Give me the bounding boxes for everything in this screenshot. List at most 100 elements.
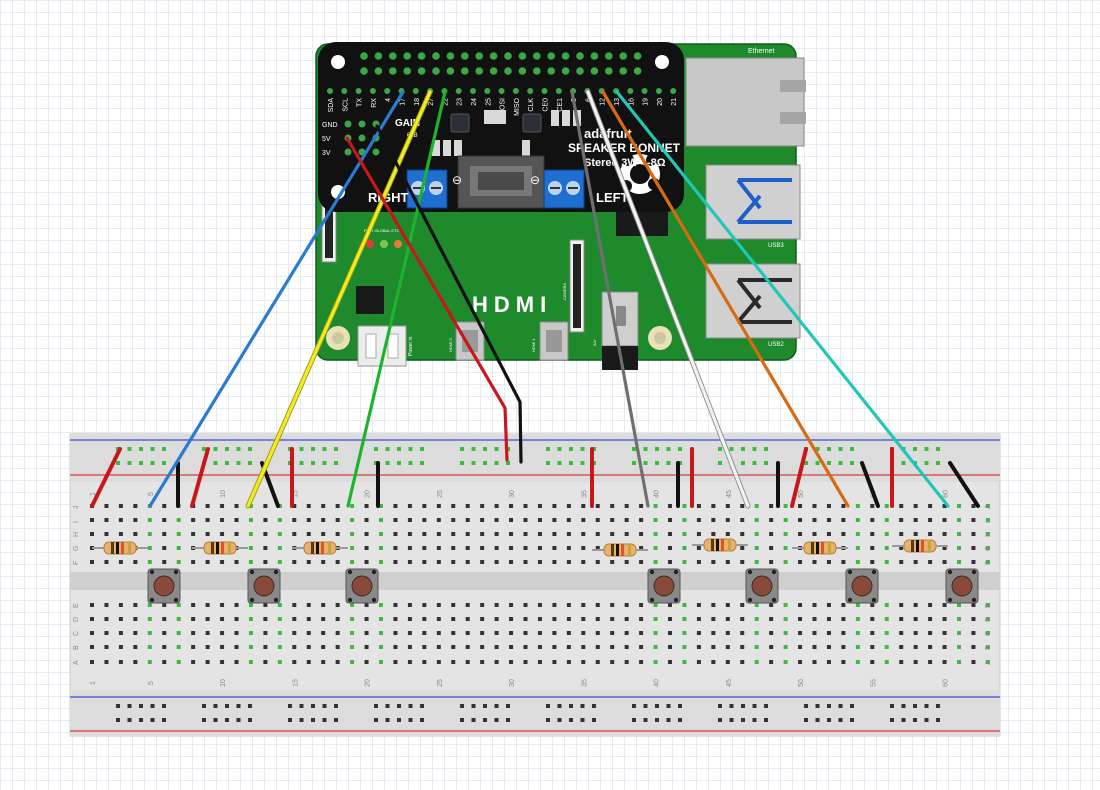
rail-hole: [420, 704, 424, 708]
gpio-pin-dot: [555, 88, 562, 94]
breadboard-hole: [364, 660, 369, 664]
breadboard-hole: [277, 603, 282, 607]
push-button-leg: [847, 597, 853, 603]
power-pin-hole: [358, 120, 366, 128]
gpio-hole: [432, 67, 440, 75]
rail-hole: [815, 447, 820, 451]
column-number-bottom: 40: [654, 679, 661, 687]
breadboard-hole: [552, 518, 557, 522]
rail-hole: [202, 704, 206, 708]
breadboard-hole: [364, 546, 369, 550]
rail-hole: [248, 704, 252, 708]
breadboard-hole: [436, 546, 441, 550]
breadboard-hole: [624, 518, 629, 522]
breadboard-hole: [104, 518, 109, 522]
rail-hole: [580, 447, 585, 451]
gpio-pin-dot: [512, 88, 519, 94]
breadboard-hole: [118, 504, 123, 508]
rail-hole: [632, 718, 636, 722]
push-button-leg: [771, 597, 777, 603]
gpio-hole: [561, 67, 570, 75]
row-letter: H: [985, 532, 992, 537]
breadboard-hole: [118, 532, 123, 536]
breadboard-hole: [104, 631, 109, 635]
breadboard-hole: [205, 617, 210, 621]
breadboard-hole: [812, 532, 817, 536]
rail-hole: [643, 461, 648, 465]
wire-white: [586, 90, 750, 508]
breadboard-hole: [552, 645, 557, 649]
breadboard-hole: [90, 518, 94, 522]
breadboard-hole: [639, 546, 644, 550]
breadboard-hole: [855, 532, 860, 536]
breadboard-hole: [798, 660, 803, 664]
breadboard-hole: [942, 546, 947, 550]
breadboard-hole: [942, 532, 947, 536]
wire-gray: [570, 90, 650, 508]
push-button-leg: [673, 569, 679, 575]
breadboard-hole: [928, 603, 933, 607]
breadboard-hole: [826, 617, 831, 621]
rail-hole: [408, 718, 413, 722]
rail-hole: [764, 447, 768, 451]
rail-hole: [139, 461, 143, 465]
rail-hole: [334, 447, 338, 451]
breadboard-hole: [162, 546, 167, 550]
breadboard-hole: [725, 518, 730, 522]
breadboard-hole: [595, 617, 600, 621]
rail-hole: [506, 461, 510, 465]
breadboard-hole: [913, 603, 918, 607]
rail-hole: [213, 461, 218, 465]
breadboard-hole: [899, 645, 904, 649]
rail-hole: [850, 461, 854, 465]
rail-hole: [557, 704, 562, 708]
rail-hole: [924, 447, 929, 451]
rail-hole: [483, 704, 487, 708]
breadboard-hole: [263, 518, 268, 522]
breadboard-hole: [769, 518, 774, 522]
breadboard-hole: [855, 504, 860, 508]
breadboard-hole: [769, 532, 774, 536]
gpio-pin-dot: [384, 88, 391, 94]
breadboard-hole: [725, 645, 730, 649]
breadboard-hole: [335, 645, 340, 649]
column-number-bottom: 15: [292, 679, 299, 687]
breadboard-hole: [147, 546, 152, 550]
breadboard-hole: [754, 603, 759, 607]
gpio-hole: [605, 67, 613, 75]
breadboard-hole: [118, 603, 123, 607]
rail-hole: [460, 447, 464, 451]
resistor-band: [211, 542, 214, 554]
breadboard-hole: [436, 631, 441, 635]
breadboard-hole: [826, 504, 831, 508]
gpio-pin-label: 16: [628, 98, 635, 106]
rail-hole: [162, 461, 166, 465]
breadboard-hole: [191, 645, 196, 649]
breadboard-hole: [985, 518, 990, 522]
breadboard-hole: [957, 532, 961, 536]
rail-hole: [483, 461, 487, 465]
gpio-hole: [360, 52, 368, 60]
breadboard-hole: [133, 645, 138, 649]
breadboard-hole: [379, 546, 383, 550]
breadboard-hole: [509, 532, 514, 536]
rail-hole: [139, 718, 143, 722]
breadboard-hole: [523, 660, 528, 664]
breadboard-hole: [480, 603, 485, 607]
resistor-body: [303, 541, 337, 555]
row-letter: I: [985, 521, 992, 523]
rail-hole: [116, 704, 120, 708]
svg-text:⊖: ⊖: [452, 173, 462, 187]
breadboard-hole: [335, 518, 340, 522]
breadboard-hole: [870, 603, 875, 607]
breadboard-hole: [855, 603, 860, 607]
breadboard-hole: [653, 617, 658, 621]
resistor-band: [316, 542, 319, 554]
rail-hole: [299, 718, 304, 722]
breadboard-hole: [668, 532, 672, 536]
breadboard-hole: [783, 518, 788, 522]
breadboard-hole: [494, 631, 499, 635]
breadboard-hole: [581, 518, 586, 522]
rail-hole: [557, 447, 562, 451]
breadboard-hole: [610, 603, 615, 607]
